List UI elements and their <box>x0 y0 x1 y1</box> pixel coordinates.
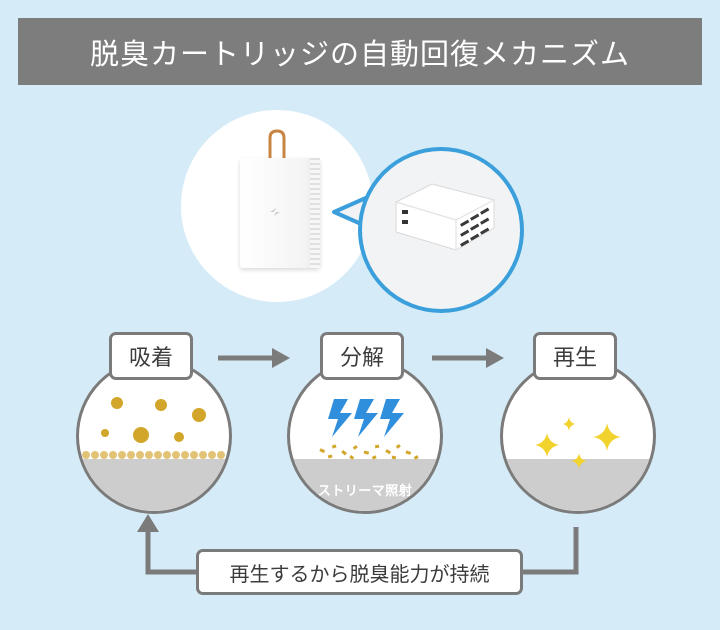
device-grille <box>310 158 320 268</box>
streamer-irradiation-label: ストリーマ照射 <box>317 484 413 499</box>
device-strap <box>268 129 286 160</box>
lightning-icon <box>328 399 352 437</box>
sparkle-icon <box>563 417 575 431</box>
deodorizing-cartridge <box>395 183 495 251</box>
filter-floor <box>503 459 653 511</box>
odor-particles <box>82 397 225 459</box>
stage-adsorption-circle <box>76 358 232 514</box>
streamer-discharge <box>319 399 419 460</box>
stage-regeneration: 再生 <box>500 332 656 514</box>
sparkle-icon <box>593 423 621 451</box>
device-logo-icon <box>270 208 280 216</box>
sparkle-icon <box>535 433 559 457</box>
arrow-right-icon <box>432 348 504 368</box>
lightning-icon <box>380 399 404 437</box>
stage-adsorption: 吸着 <box>76 332 232 514</box>
stage-label-decomposition: 分解 <box>320 332 404 380</box>
air-purifier-device <box>240 158 320 268</box>
page-title: 脱臭カートリッジの自動回復メカニズム <box>18 18 702 85</box>
sparkle-icon <box>571 453 587 469</box>
stage-label-adsorption: 吸着 <box>109 332 193 380</box>
lightning-icon <box>354 399 378 437</box>
arrow-right-icon <box>218 348 290 368</box>
filter-floor <box>290 459 440 511</box>
stage-decomposition: ストリーマ照射 分解 <box>287 332 443 514</box>
filter-floor <box>79 459 229 511</box>
cycle-label: 再生するから脱臭能力が持続 <box>196 549 523 595</box>
stage-regeneration-circle <box>500 358 656 514</box>
stage-label-regeneration: 再生 <box>533 332 617 380</box>
clean-sparkles <box>535 417 621 469</box>
